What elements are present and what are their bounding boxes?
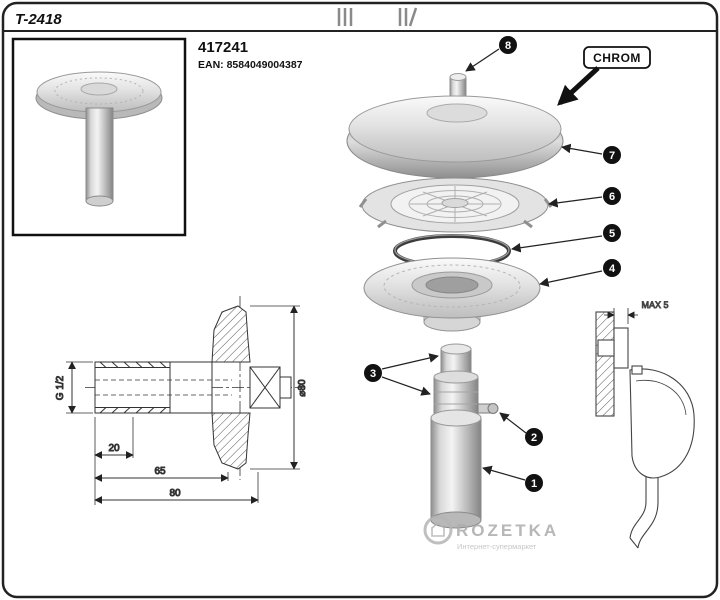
watermark-logo-icon [423, 515, 453, 545]
mounted-part [597, 327, 629, 369]
part-2-pin [477, 403, 499, 414]
wall-section [595, 311, 615, 417]
watermark-tagline: Интернет-супермаркет [457, 542, 537, 551]
pipe-section [94, 361, 232, 414]
product-preview-box [11, 37, 187, 237]
urinal-bowl [629, 365, 695, 479]
watermark-logo-mark [431, 521, 445, 537]
callout-badges: 8 7 6 5 4 3 2 [364, 36, 621, 492]
leader-lines [381, 48, 603, 481]
dim-lengths: 20 65 80 [94, 417, 259, 505]
watermark: ROZETKA Интернет-супермаркет [423, 515, 559, 551]
cross-section-drawing: G 1/2 ⌀80 20 65 80 [55, 296, 309, 505]
exploded-view: 8 7 6 5 4 3 2 [346, 36, 621, 529]
part-number: 417241 [198, 39, 248, 56]
callout-3-badge: 3 [364, 364, 382, 382]
dim-thread-label: G 1/2 [55, 375, 66, 400]
dim-thread: G 1/2 [55, 361, 93, 414]
callout-8-badge: 8 [499, 36, 517, 54]
svg-text:5: 5 [609, 228, 615, 240]
callout-6-badge: 6 [603, 187, 621, 205]
callout-4-badge: 4 [603, 259, 621, 277]
svg-text:1: 1 [531, 478, 537, 490]
part-1-body [430, 409, 482, 529]
dim-80-label: 80 [169, 488, 181, 499]
part-4-flange [363, 257, 541, 332]
svg-text:2: 2 [531, 432, 537, 444]
model-title: T-2418 [15, 11, 62, 28]
ean-code: EAN: 8584049004387 [198, 59, 303, 71]
dim-max5: MAX 5 [604, 300, 669, 324]
installation-sketch: MAX 5 [595, 300, 695, 549]
watermark-brand: ROZETKA [456, 521, 559, 540]
dim-max5-label: MAX 5 [641, 300, 668, 310]
drain-trap [629, 477, 659, 549]
svg-text:8: 8 [505, 40, 511, 52]
svg-text:3: 3 [370, 368, 376, 380]
part-6-strainer-ring [358, 177, 553, 233]
dim-diameter-label: ⌀80 [297, 379, 308, 397]
svg-text:6: 6 [609, 191, 615, 203]
chrom-label-text: CHROM [593, 51, 641, 65]
flange-section [211, 305, 292, 470]
chrom-arrow [557, 66, 600, 106]
callout-1-badge: 1 [525, 474, 543, 492]
callout-5-badge: 5 [603, 224, 621, 242]
product-preview-render [35, 71, 163, 207]
dim-65-label: 65 [154, 466, 166, 477]
part-7-cover-cap [346, 95, 564, 179]
part-3-cartridge [433, 343, 479, 419]
print-marks [337, 7, 418, 27]
dim-diameter: ⌀80 [250, 305, 309, 470]
svg-text:4: 4 [609, 263, 616, 275]
svg-text:7: 7 [609, 150, 615, 162]
callout-7-badge: 7 [603, 146, 621, 164]
dim-20-label: 20 [108, 443, 120, 454]
callout-2-badge: 2 [525, 428, 543, 446]
chrom-label: CHROM [557, 46, 651, 106]
